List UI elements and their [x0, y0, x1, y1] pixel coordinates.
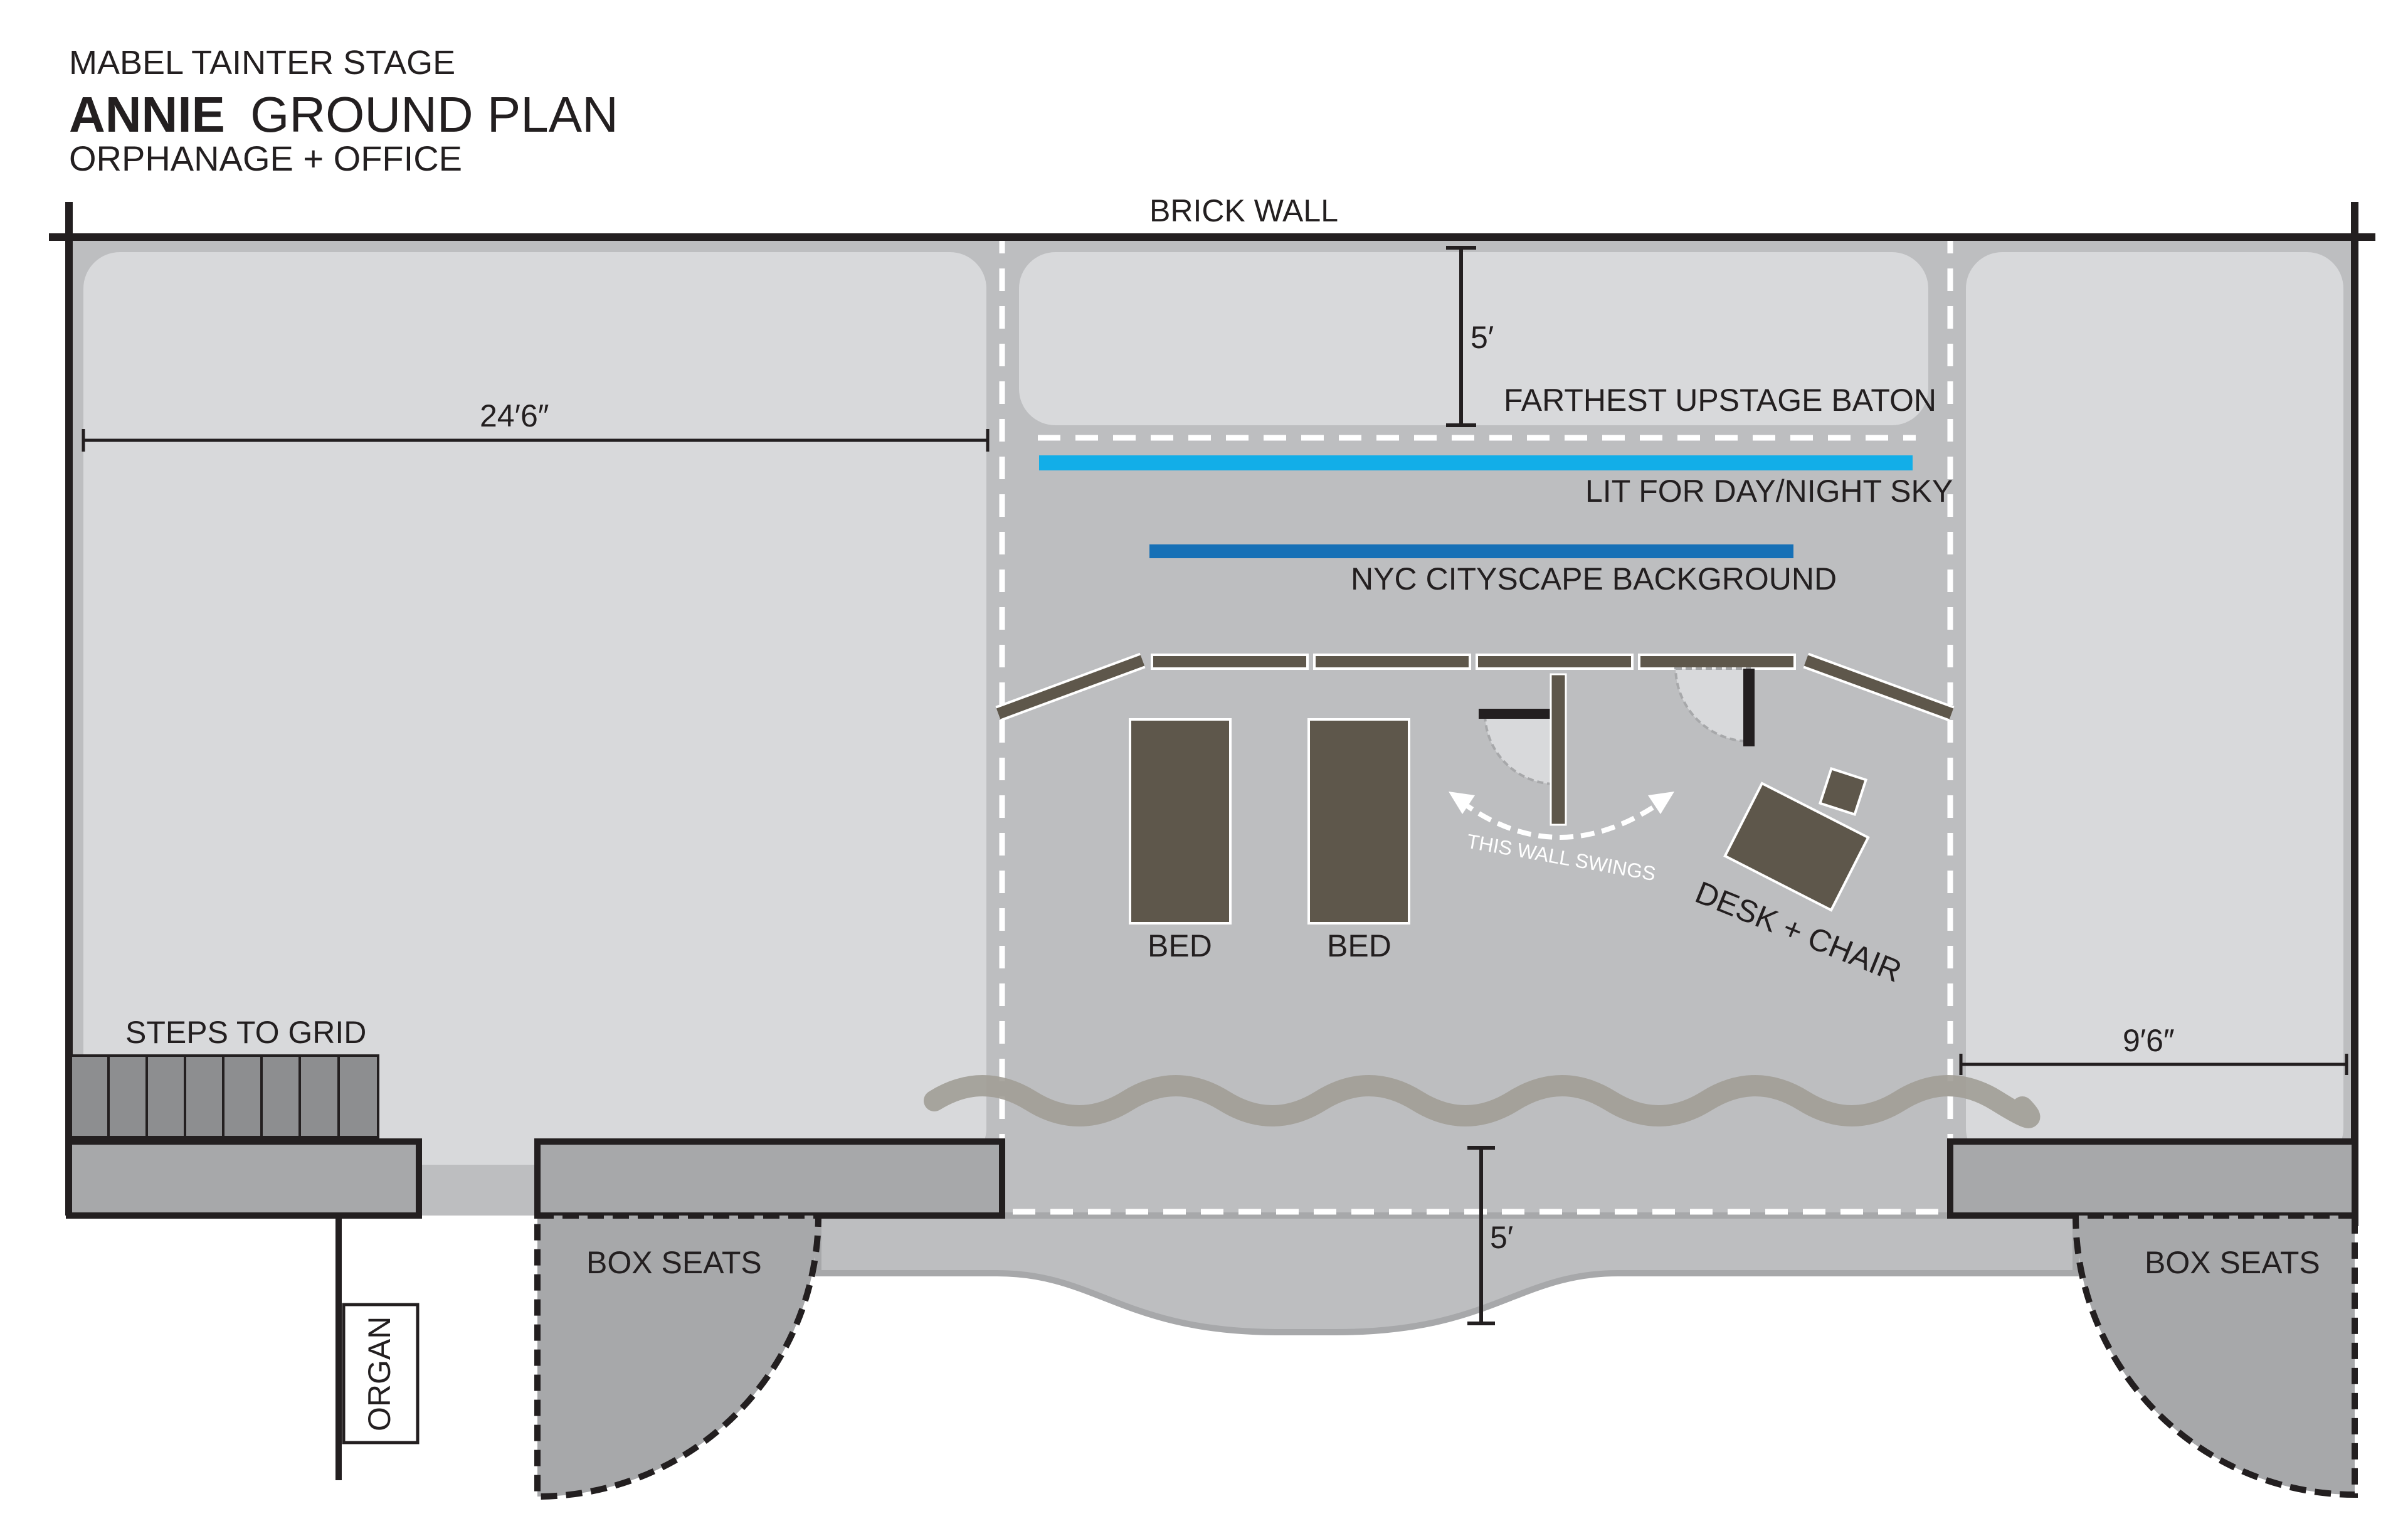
proscenium-center-left-block: [534, 1138, 1005, 1219]
upstage-crossover: [1019, 252, 1928, 425]
swing-arrow-left-head: [1449, 792, 1475, 814]
upstage-depth-label: 5′: [1471, 320, 1494, 355]
left-wing: [83, 252, 986, 1165]
wall-flat-left-angled-fill: [996, 655, 1145, 719]
step-treads: [107, 1056, 340, 1137]
bed-right: [1307, 718, 1410, 925]
sky-label: LIT FOR DAY/NIGHT SKY: [1585, 474, 1953, 509]
main-curtain: [924, 1075, 2041, 1128]
left-wing-width-label: 24′6″: [480, 398, 549, 433]
apron-depth-label: 5′: [1490, 1220, 1513, 1255]
swinging-wall: [1550, 673, 1567, 826]
box-seats-left: [534, 1212, 822, 1500]
organ-label: ORGAN: [362, 1317, 397, 1431]
door-right: [1743, 669, 1755, 746]
show-name: ANNIE: [69, 87, 225, 142]
steps-label: STEPS TO GRID: [125, 1015, 366, 1050]
apron: [815, 1212, 2079, 1335]
box-seats-right: [2072, 1212, 2358, 1498]
plan-subtitle: ORPHANAGE + OFFICE: [69, 139, 462, 178]
box-seats-right-label: BOX SEATS: [2145, 1245, 2320, 1280]
sky-drop: [1039, 455, 1913, 470]
venue-title: MABEL TAINTER STAGE: [69, 44, 455, 82]
desk: [1723, 782, 1870, 912]
door-swing-right: [1674, 667, 1751, 743]
wall-flat-1: [1151, 654, 1309, 670]
plan-type: GROUND PLAN: [250, 87, 618, 142]
chair: [1818, 766, 1868, 817]
box-seats-left-label: BOX SEATS: [586, 1245, 762, 1280]
swing-arrow: [1459, 799, 1664, 840]
door-left: [1479, 709, 1554, 719]
proscenium-left-block: [66, 1138, 422, 1219]
cityscape-label: NYC CITYSCAPE BACKGROUND: [1351, 561, 1837, 596]
proscenium-right-block: [1947, 1138, 2358, 1219]
swing-arrow-right-head: [1648, 792, 1674, 814]
right-wing: [1966, 252, 2343, 1165]
wall-flat-3: [1476, 654, 1634, 670]
wall-flat-4: [1638, 654, 1796, 670]
brick-wall-label: BRICK WALL: [1149, 193, 1338, 228]
door-swing-left: [1483, 712, 1555, 786]
wall-flat-2: [1313, 654, 1471, 670]
right-wing-width-label: 9′6″: [2123, 1023, 2175, 1058]
farthest-batten-label: FARTHEST UPSTAGE BATON: [1504, 383, 1936, 418]
bed-left: [1129, 718, 1232, 925]
plan-title: ANNIE GROUND PLAN: [69, 87, 618, 142]
organ: [342, 1303, 420, 1444]
cityscape-drop: [1149, 544, 1793, 558]
bed-right-label: BED: [1327, 928, 1391, 963]
bed-left-label: BED: [1148, 928, 1212, 963]
wall-flat-right-angled-fill: [1803, 655, 1954, 719]
